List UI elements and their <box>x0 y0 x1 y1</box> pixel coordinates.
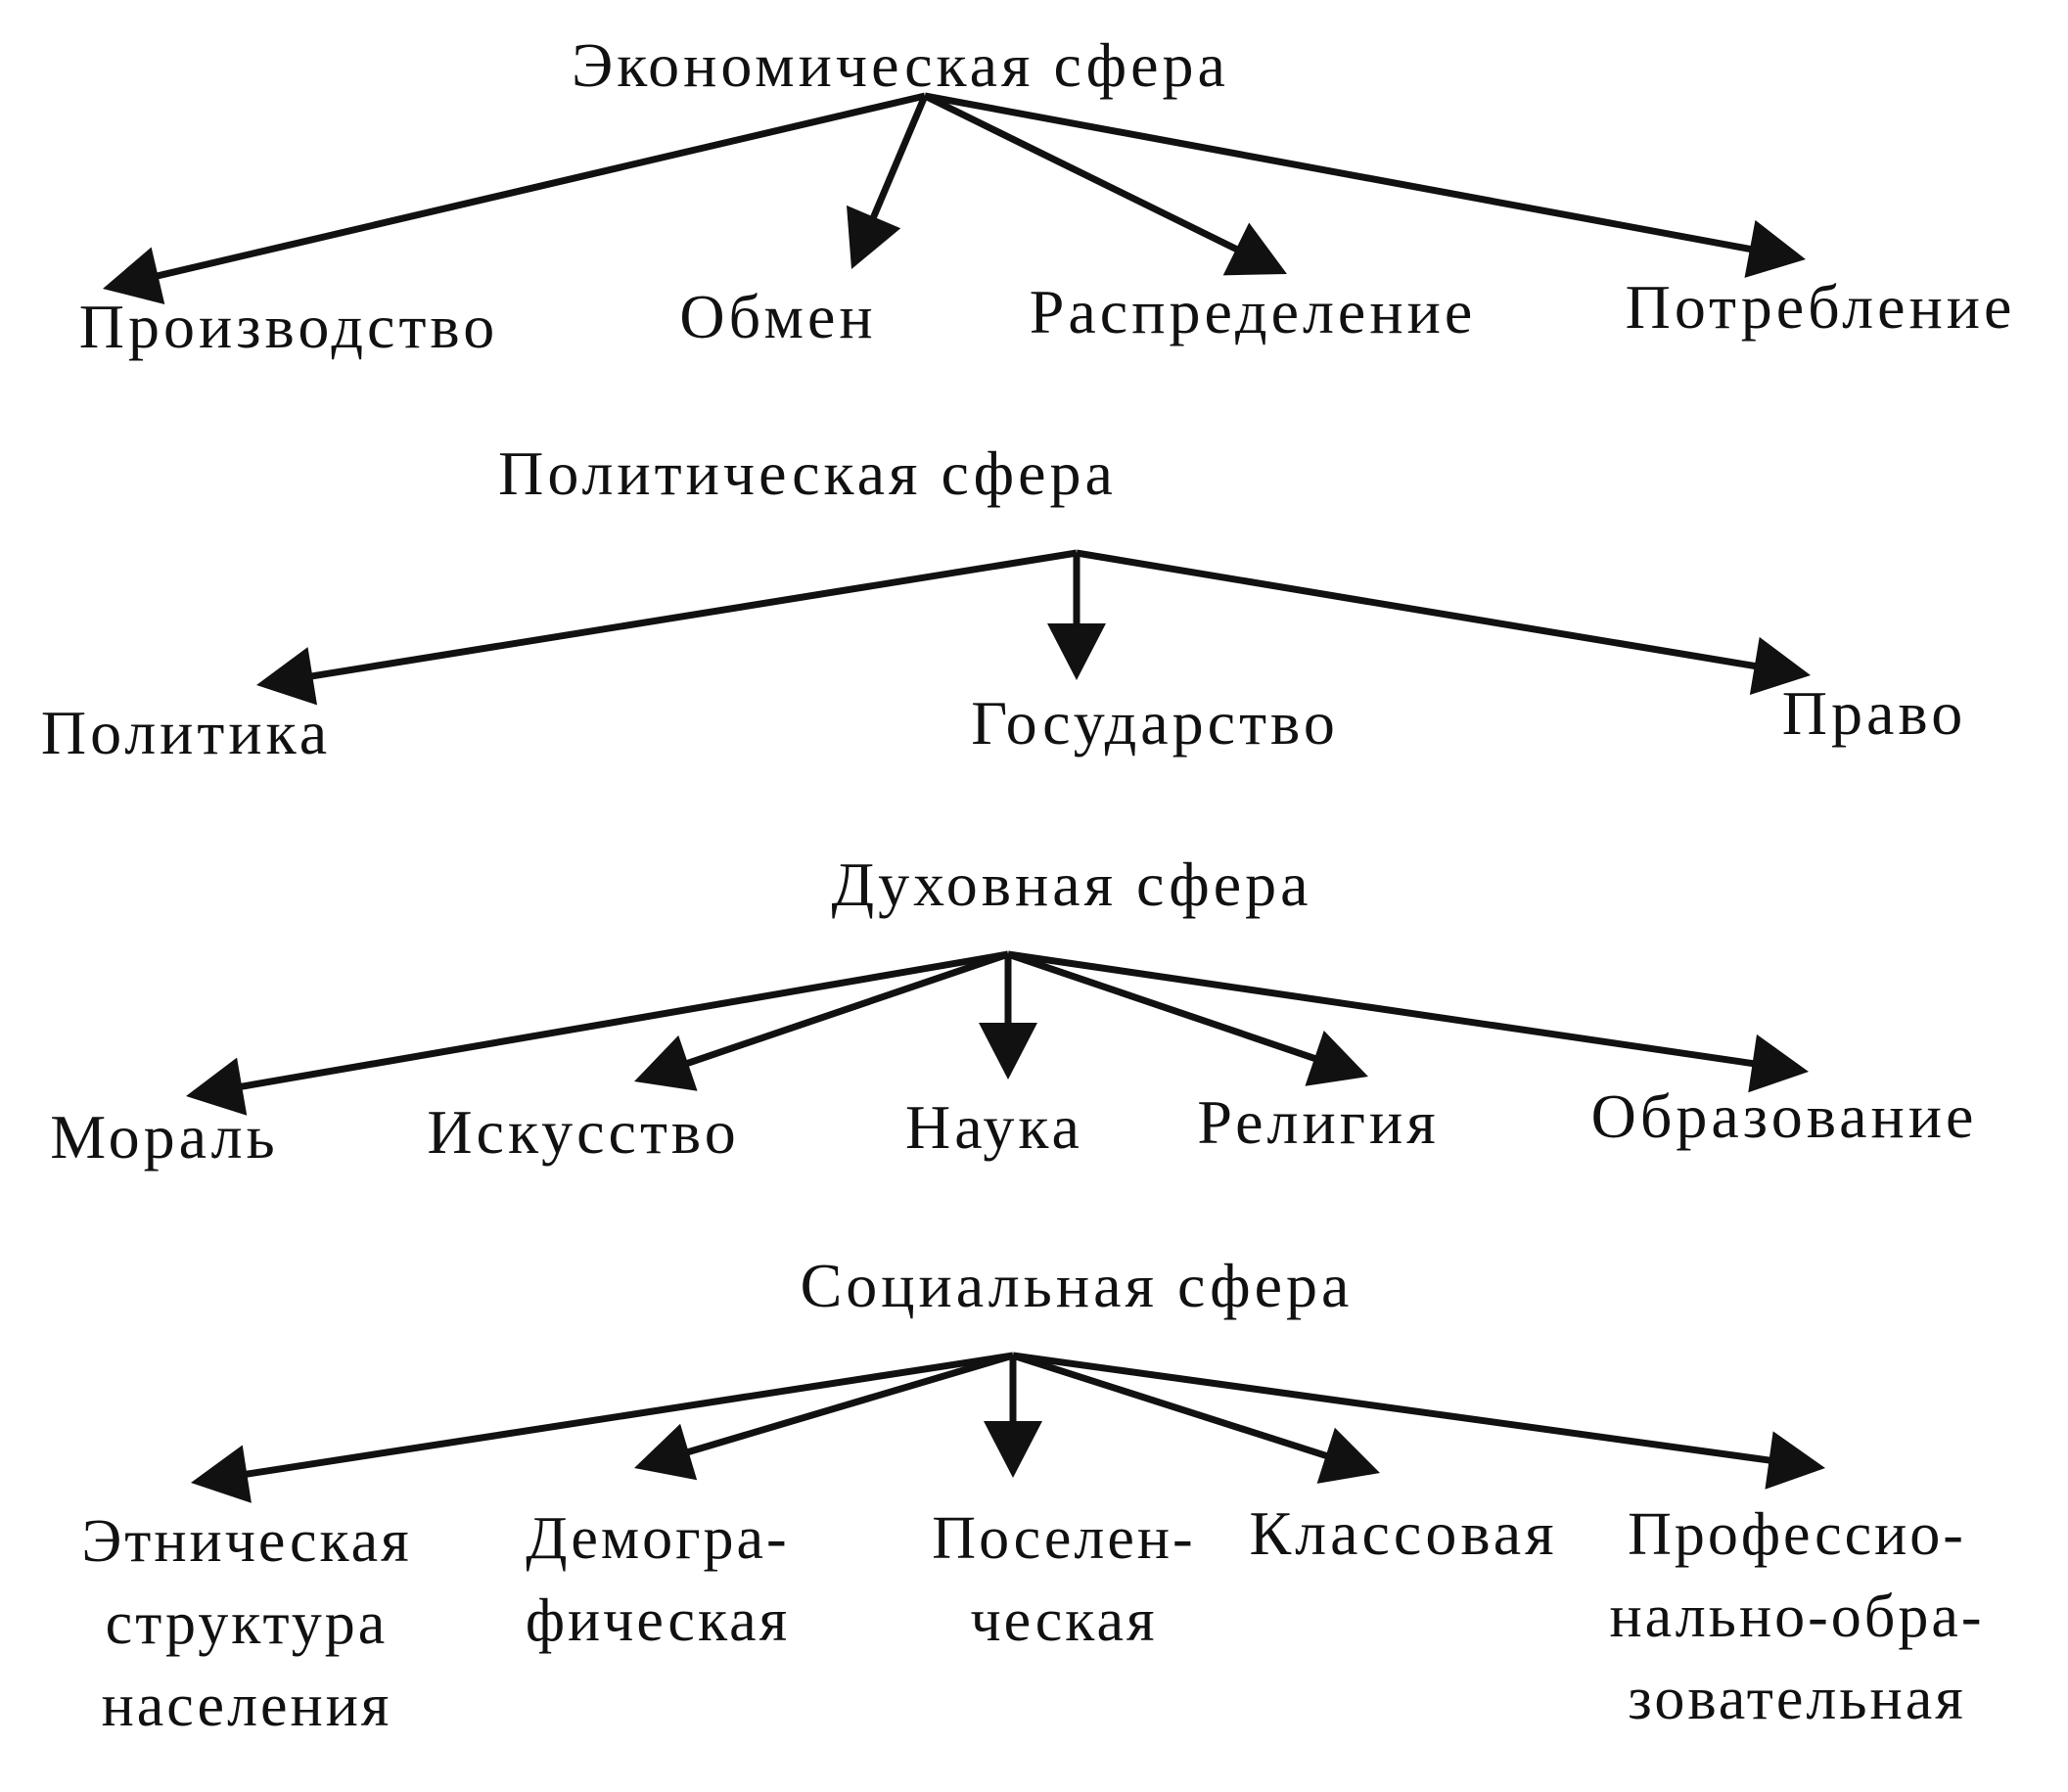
economic-item-label-line: Потребление <box>1626 272 2016 342</box>
social-item-label: Классовая <box>1249 1498 1557 1568</box>
social-item-label-line: фическая <box>526 1587 790 1654</box>
spiritual-item-label: Наука <box>905 1092 1083 1162</box>
arrowhead-icon <box>1047 623 1106 680</box>
arrowhead-icon <box>1765 1431 1825 1490</box>
spiritual-arrow-line <box>237 950 1009 1091</box>
social-item-label-line: ческая <box>971 1587 1158 1654</box>
social-item-label-line: структура <box>106 1590 389 1657</box>
arrowhead-icon <box>191 1445 252 1503</box>
political-sphere-title: Политическая сфера <box>498 438 1117 508</box>
economic-arrow-line <box>868 94 929 222</box>
arrowhead-icon <box>1748 1034 1809 1093</box>
arrowhead-icon <box>634 1034 698 1091</box>
economic-arrow-line <box>153 92 926 281</box>
social-arrow-line <box>683 1352 1014 1456</box>
spiritual-item-label-line: Образование <box>1591 1081 1978 1151</box>
social-sphere-title: Социальная сфера <box>801 1251 1354 1320</box>
political-item-label: Государство <box>971 688 1339 758</box>
social-item-label-line: Классовая <box>1249 1498 1557 1568</box>
social-item-label-line: зовательная <box>1628 1666 1966 1732</box>
economic-arrow-line <box>924 92 1755 253</box>
economic-item-label: Потребление <box>1626 272 2016 342</box>
economic-sphere-title: Экономическая сфера <box>572 30 1229 100</box>
arrowhead-icon <box>1749 636 1811 696</box>
social-arrow-line <box>1011 1352 1331 1460</box>
spiritual-arrow-line <box>682 950 1010 1068</box>
political-arrow-line <box>307 549 1078 680</box>
social-arrow-line <box>1012 1352 1773 1465</box>
arrowhead-icon <box>984 1421 1042 1478</box>
arrowhead-icon <box>256 647 318 706</box>
economic-item-label: Обмен <box>679 282 876 351</box>
spiritual-item-label-line: Мораль <box>50 1102 278 1172</box>
political-arrow-line <box>1076 549 1760 670</box>
arrowhead-icon <box>1316 1427 1380 1484</box>
social-arrow-line <box>242 1352 1014 1479</box>
political-item-label-line: Политика <box>41 698 331 767</box>
arrowhead-icon <box>634 1423 698 1481</box>
arrowhead-icon <box>847 205 901 269</box>
political-item-label-line: Право <box>1782 678 1966 748</box>
economic-item-label-line: Производство <box>79 292 498 361</box>
spiritual-sphere-title: Духовная сфера <box>832 850 1312 919</box>
spiritual-arrow-line <box>1007 950 1758 1068</box>
spiritual-item-label-line: Религия <box>1197 1087 1439 1157</box>
social-item-label: Профессио-нально-обра-зовательная <box>1610 1501 1985 1732</box>
political-item-label-line: Государство <box>971 688 1339 758</box>
spiritual-item-label: Образование <box>1591 1081 1978 1151</box>
social-item-label-line: Поселен- <box>932 1505 1195 1572</box>
spiritual-arrow-line <box>1006 950 1319 1063</box>
spiritual-item-label: Искусство <box>427 1097 739 1167</box>
economic-item-label-line: Распределение <box>1030 277 1476 346</box>
arrowhead-icon <box>1744 219 1806 278</box>
spiritual-item-label-line: Наука <box>905 1092 1083 1162</box>
arrowhead-icon <box>1305 1030 1368 1086</box>
social-item-label-line: Этническая <box>81 1508 411 1575</box>
social-item-label: Этническая структура населения <box>81 1508 411 1739</box>
social-item-label: Поселен-ческая <box>932 1505 1195 1654</box>
social-item-label: Демогра-фическая <box>526 1505 790 1654</box>
economic-item-label: Производство <box>79 292 498 361</box>
arrowhead-icon <box>103 247 165 304</box>
social-item-label-line: нально-обра- <box>1610 1584 1985 1650</box>
economic-arrow-line <box>923 92 1242 254</box>
economic-item-label: Распределение <box>1030 277 1476 346</box>
spiritual-item-label: Религия <box>1197 1087 1439 1157</box>
political-item-label: Право <box>1782 678 1966 748</box>
economic-item-label-line: Обмен <box>679 282 876 351</box>
social-item-label-line: населения <box>102 1673 392 1739</box>
social-item-label-line: Демогра- <box>526 1505 789 1572</box>
arrowhead-icon <box>979 1023 1037 1080</box>
spiritual-item-label-line: Искусство <box>427 1097 739 1167</box>
arrowhead-icon <box>186 1057 248 1116</box>
social-item-label-line: Профессио- <box>1628 1501 1966 1568</box>
spiritual-item-label: Мораль <box>50 1102 278 1172</box>
political-item-label: Политика <box>41 698 331 767</box>
arrowhead-icon <box>1222 222 1287 276</box>
